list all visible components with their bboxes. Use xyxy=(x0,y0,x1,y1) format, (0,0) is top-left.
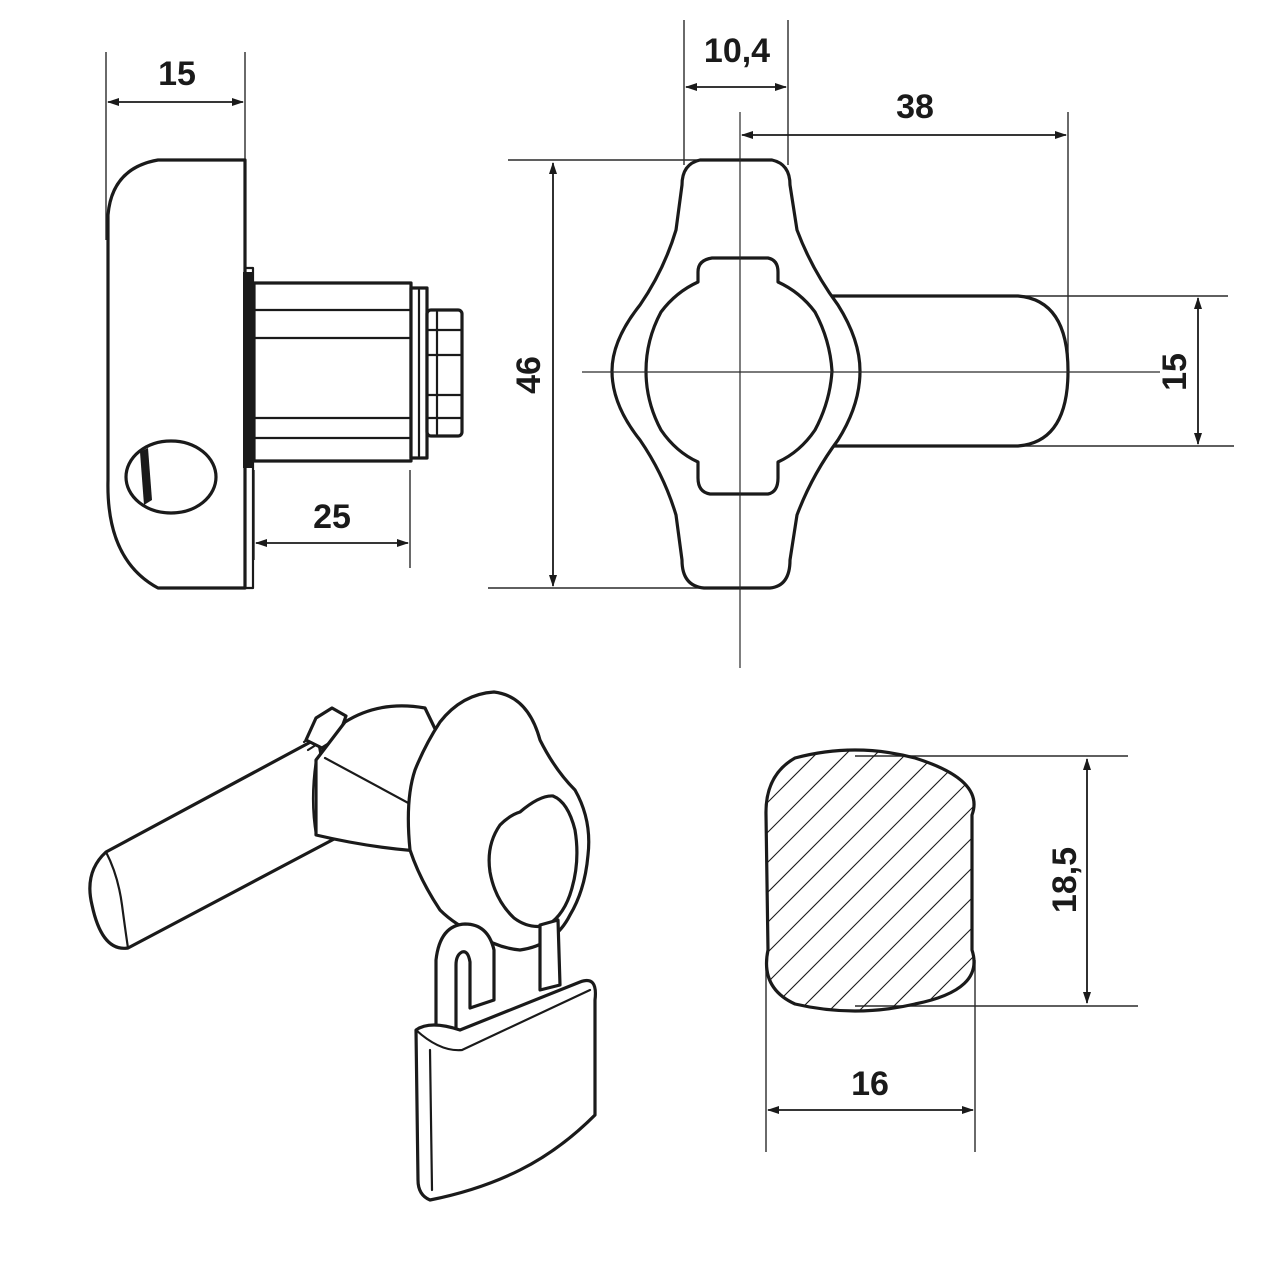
flange-body xyxy=(106,158,247,590)
iso-padlock-body xyxy=(414,978,598,1202)
key-hole-slot xyxy=(140,448,152,505)
iso-padlock-shackle-right xyxy=(538,918,562,992)
nut xyxy=(425,308,464,438)
dim-label-cam-length: 38 xyxy=(896,88,934,126)
iso-lever-arm xyxy=(88,736,338,950)
key-hole xyxy=(124,439,218,515)
front-view: 10,4 38 46 15 xyxy=(488,20,1234,668)
side-view: 15 25 xyxy=(105,52,464,590)
iso-padlock-side xyxy=(428,1048,434,1192)
dim-label-flange-width: 15 xyxy=(158,55,196,93)
dim-label-cam-thickness: 10,4 xyxy=(704,32,770,70)
gasket xyxy=(243,272,254,468)
dim-label-cam-width: 15 xyxy=(1156,353,1194,391)
lever-arm xyxy=(818,294,1070,448)
dim-label-cylinder-length: 25 xyxy=(313,498,351,536)
section-view: 18,5 16 xyxy=(764,748,1138,1152)
iso-cylinder-curve xyxy=(311,758,318,837)
iso-padlock-top-face xyxy=(414,988,592,1052)
dim-label-section-width: 16 xyxy=(851,1065,889,1103)
iso-padlock-shackle xyxy=(434,922,496,1032)
dim-label-section-height: 18,5 xyxy=(1046,847,1084,913)
section-outline xyxy=(764,748,976,1013)
section-hatching xyxy=(765,750,975,1011)
isometric-view xyxy=(88,690,598,1202)
cylinder-body xyxy=(252,281,413,463)
iso-lever-edge xyxy=(104,850,130,950)
cam-inner-opening xyxy=(644,256,834,496)
dim-label-cam-height: 46 xyxy=(510,356,548,394)
